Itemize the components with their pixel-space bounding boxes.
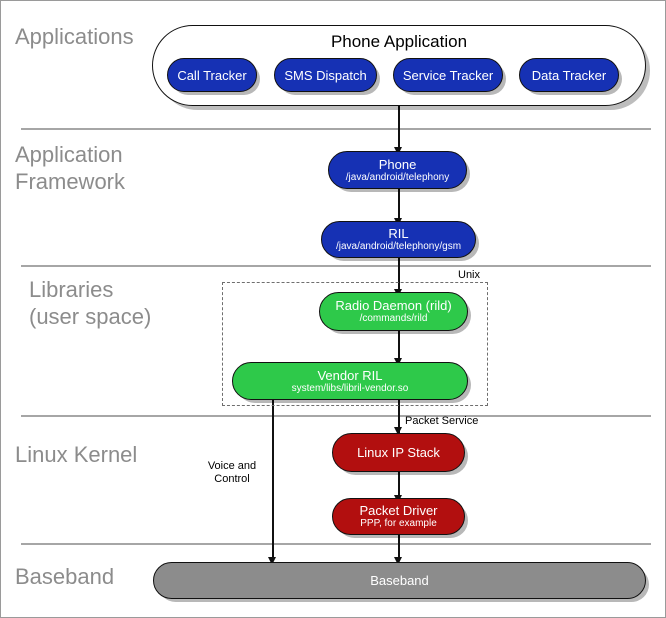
node-vendor-ril[interactable]: Vendor RIL system/libs/libril-vendor.so xyxy=(232,362,468,400)
layer-label-baseband: Baseband xyxy=(15,564,115,589)
node-packet-driver-title: Packet Driver xyxy=(359,503,438,518)
arrowhead-linux-ip-stack xyxy=(394,427,402,435)
connector-apps-to-phone xyxy=(398,106,400,150)
app-data-tracker[interactable]: Data Tracker xyxy=(519,58,619,92)
app-service-tracker[interactable]: Service Tracker xyxy=(393,58,503,92)
node-vendor-ril-subtitle: system/libs/libril-vendor.so xyxy=(291,382,409,394)
edge-label-packet-service: Packet Service xyxy=(405,415,479,427)
app-call-tracker-label: Call Tracker xyxy=(177,67,247,83)
layer-label-libraries: Libraries (user space) xyxy=(29,277,152,329)
divider-libraries xyxy=(21,415,651,417)
connector-rild-to-vendor-ril xyxy=(398,331,400,362)
node-phone-title: Phone xyxy=(378,156,417,172)
layer-label-linux-kernel: Linux Kernel xyxy=(15,442,138,467)
unix-group-label: Unix xyxy=(456,269,483,281)
node-vendor-ril-title: Vendor RIL xyxy=(317,367,383,383)
node-radio-daemon-title: Radio Daemon (rild) xyxy=(335,298,452,313)
node-phone[interactable]: Phone /java/android/telephony xyxy=(328,151,467,189)
app-call-tracker[interactable]: Call Tracker xyxy=(167,58,257,92)
node-packet-driver[interactable]: Packet Driver PPP, for example xyxy=(332,498,465,535)
connector-ril-to-rild xyxy=(398,258,400,293)
app-sms-dispatch-label: SMS Dispatch xyxy=(284,67,367,83)
node-phone-subtitle: /java/android/telephony xyxy=(345,171,450,183)
app-sms-dispatch[interactable]: SMS Dispatch xyxy=(274,58,377,92)
arrowhead-baseband-packet xyxy=(394,557,402,565)
node-baseband-title: Baseband xyxy=(370,573,429,588)
divider-kernel xyxy=(21,543,651,545)
connector-vendor-ril-to-ip-stack xyxy=(398,398,400,434)
node-ril-subtitle: /java/android/telephony/gsm xyxy=(335,241,462,252)
connector-packet-driver-to-baseband xyxy=(398,534,400,561)
layer-label-application-framework: Application Framework xyxy=(15,142,126,194)
app-data-tracker-label: Data Tracker xyxy=(531,67,607,83)
edge-label-voice-and-control: Voice and Control xyxy=(207,460,257,485)
unix-group-box xyxy=(222,282,488,406)
app-service-tracker-label: Service Tracker xyxy=(402,67,494,83)
node-radio-daemon[interactable]: Radio Daemon (rild) /commands/rild xyxy=(319,292,468,331)
node-linux-ip-stack-title: Linux IP Stack xyxy=(357,445,440,460)
node-baseband[interactable]: Baseband xyxy=(153,562,646,599)
layer-label-applications: Applications xyxy=(15,24,134,49)
node-ril[interactable]: RIL /java/android/telephony/gsm xyxy=(321,221,476,258)
connector-phone-to-ril xyxy=(398,189,400,221)
node-radio-daemon-subtitle: /commands/rild xyxy=(359,313,428,324)
node-packet-driver-subtitle: PPP, for example xyxy=(360,518,437,529)
connector-voice-control xyxy=(272,398,274,561)
node-ril-title: RIL xyxy=(388,226,409,241)
arrowhead-baseband-voice xyxy=(268,557,276,565)
node-linux-ip-stack[interactable]: Linux IP Stack xyxy=(332,433,465,472)
connector-ip-stack-to-packet-driver xyxy=(398,471,400,499)
divider-applications xyxy=(21,128,651,130)
phone-application-title: Phone Application xyxy=(330,32,468,51)
divider-framework xyxy=(21,265,651,267)
